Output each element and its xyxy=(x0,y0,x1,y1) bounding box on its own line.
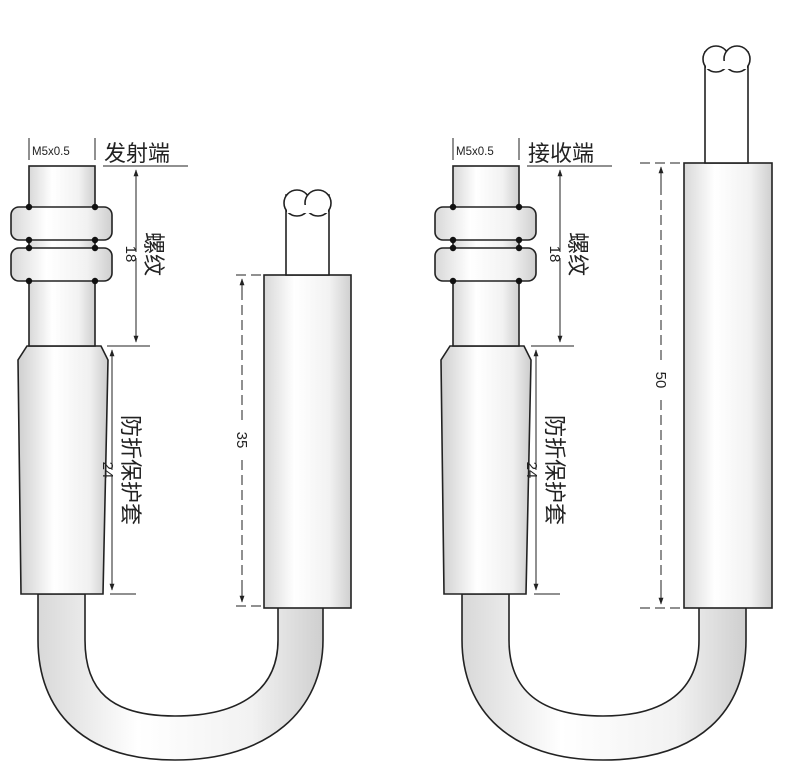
emitter-rear-body xyxy=(263,274,352,609)
emitter-body-dimension: 35 xyxy=(233,274,262,607)
emitter-nut-bottom xyxy=(10,247,113,282)
emitter-thread-dimension: 18 螺纹 xyxy=(107,165,165,347)
receiver-sleeve-length: 24 xyxy=(523,462,540,479)
receiver-body-dimension: 50 xyxy=(640,162,682,609)
receiver-cable-end-icon xyxy=(702,45,751,73)
receiver-nut-top xyxy=(434,206,537,241)
receiver-sleeve xyxy=(440,345,532,595)
receiver-thread-label: 螺纹 xyxy=(564,232,589,276)
receiver-body-length: 50 xyxy=(652,372,669,389)
emitter-cable-end-icon xyxy=(283,189,332,217)
emitter-sleeve-dimension: 24 防折保护套 xyxy=(99,349,142,595)
receiver-thread-length: 18 xyxy=(546,246,563,263)
receiver-sleeve-dimension: 24 防折保护套 xyxy=(523,349,566,595)
emitter-thread-length: 18 xyxy=(122,246,139,263)
emitter-thread-spec-box: M5x0.5 xyxy=(28,138,96,160)
receiver-title: 接收端 xyxy=(528,142,594,167)
emitter-assembly: M5x0.5 发射端 18 螺纹 24 防折保护套 xyxy=(10,138,352,761)
emitter-body-length: 35 xyxy=(233,432,250,449)
emitter-sleeve-label: 防折保护套 xyxy=(117,415,142,525)
emitter-title: 发射端 xyxy=(104,142,170,167)
emitter-nut-top xyxy=(10,206,113,241)
emitter-nut-dots xyxy=(25,203,99,285)
receiver-thread-dimension: 18 螺纹 xyxy=(531,165,589,347)
receiver-rear-body xyxy=(683,162,773,609)
receiver-thread-spec: M5x0.5 xyxy=(456,146,494,158)
receiver-assembly: M5x0.5 接收端 18 螺纹 24 防折保护套 xyxy=(434,45,773,761)
receiver-nut-bottom xyxy=(434,247,537,282)
emitter-sleeve xyxy=(17,345,109,595)
emitter-thread-label: 螺纹 xyxy=(140,232,165,276)
receiver-thread-spec-box: M5x0.5 xyxy=(452,138,520,160)
emitter-thread-spec: M5x0.5 xyxy=(32,146,70,158)
receiver-sleeve-label: 防折保护套 xyxy=(541,415,566,525)
emitter-cable xyxy=(37,593,324,761)
receiver-cable xyxy=(461,593,747,761)
emitter-sleeve-length: 24 xyxy=(99,462,116,479)
receiver-nut-dots xyxy=(449,203,523,285)
